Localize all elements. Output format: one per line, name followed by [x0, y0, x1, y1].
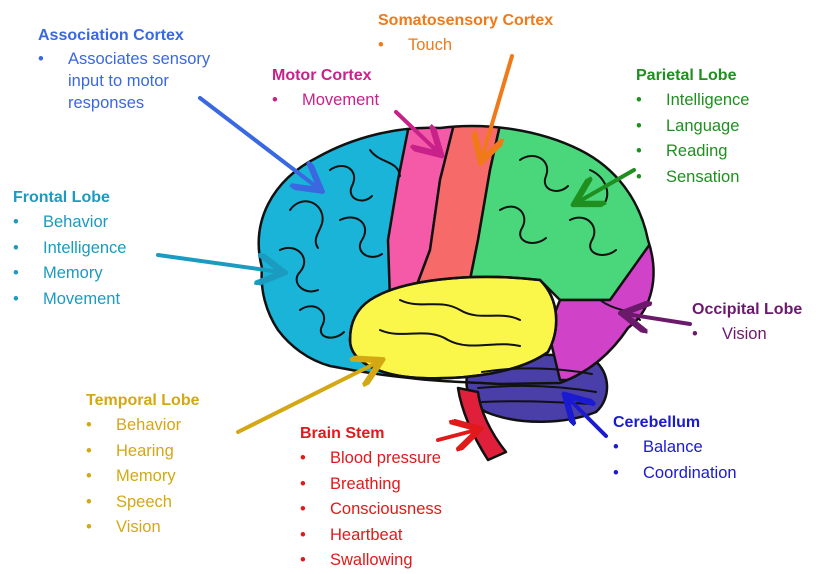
label-cerebellum: Cerebellum Balance Coordination: [613, 413, 737, 486]
cerebellum-title: Cerebellum: [613, 413, 737, 433]
occipital-title: Occipital Lobe: [692, 300, 802, 320]
somatosensory-title: Somatosensory Cortex: [378, 11, 553, 31]
temporal-item-1: Behavior: [86, 413, 200, 439]
label-motor-cortex: Motor Cortex Movement: [272, 66, 379, 114]
parietal-item-3: Reading: [636, 139, 749, 165]
label-frontal-lobe: Frontal Lobe Behavior Intelligence Memor…: [13, 188, 126, 312]
brainstem-item-5: Swallowing: [300, 548, 442, 574]
label-parietal-lobe: Parietal Lobe Intelligence Language Read…: [636, 66, 749, 190]
label-somatosensory-cortex: Somatosensory Cortex Touch: [378, 11, 553, 59]
parietal-title: Parietal Lobe: [636, 66, 749, 86]
frontal-item-4: Movement: [13, 287, 126, 313]
temporal-item-2: Hearing: [86, 439, 200, 465]
temporal-item-5: Vision: [86, 515, 200, 541]
brain-shape: [240, 110, 660, 460]
cerebellum-item-1: Balance: [613, 435, 737, 461]
frontal-item-1: Behavior: [13, 210, 126, 236]
occipital-item-1: Vision: [692, 322, 802, 348]
temporal-item-3: Memory: [86, 464, 200, 490]
parietal-item-4: Sensation: [636, 165, 749, 191]
label-temporal-lobe: Temporal Lobe Behavior Hearing Memory Sp…: [86, 391, 200, 541]
label-brain-stem: Brain Stem Blood pressure Breathing Cons…: [300, 424, 442, 574]
frontal-item-3: Memory: [13, 261, 126, 287]
brainstem-item-1: Blood pressure: [300, 446, 442, 472]
motor-item-1: Movement: [272, 88, 379, 114]
parietal-item-1: Intelligence: [636, 88, 749, 114]
frontal-title: Frontal Lobe: [13, 188, 126, 208]
arrow-brainstem: [438, 430, 476, 440]
label-occipital-lobe: Occipital Lobe Vision: [692, 300, 802, 348]
temporal-title: Temporal Lobe: [86, 391, 200, 411]
brainstem-item-3: Consciousness: [300, 497, 442, 523]
association-title: Association Cortex: [38, 26, 248, 46]
frontal-item-2: Intelligence: [13, 236, 126, 262]
temporal-item-4: Speech: [86, 490, 200, 516]
parietal-item-2: Language: [636, 114, 749, 140]
brainstem-item-4: Heartbeat: [300, 523, 442, 549]
somatosensory-item-1: Touch: [378, 33, 553, 59]
arrow-temporal: [238, 362, 378, 432]
motor-title: Motor Cortex: [272, 66, 379, 86]
brainstem-item-2: Breathing: [300, 472, 442, 498]
label-association-cortex: Association Cortex Associates sensory in…: [38, 26, 248, 114]
cerebellum-item-2: Coordination: [613, 461, 737, 487]
brainstem-title: Brain Stem: [300, 424, 442, 444]
association-item-1: Associates sensory input to motor respon…: [38, 48, 248, 114]
